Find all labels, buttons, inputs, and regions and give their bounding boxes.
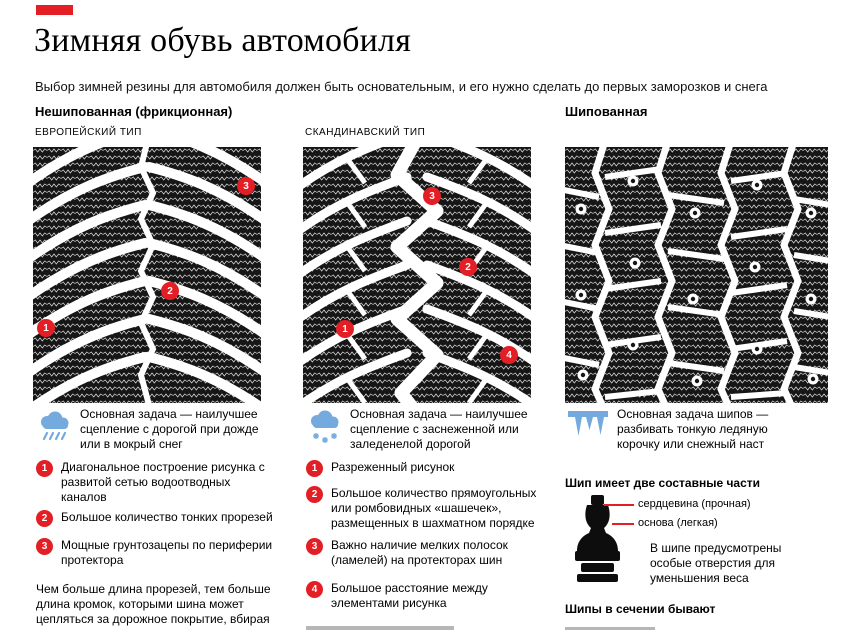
item-number-badge: 2 <box>36 510 53 527</box>
stud-parts-title: Шип имеет две составные части <box>565 476 761 490</box>
item-number-badge: 1 <box>306 460 323 477</box>
stud-part-label-base: основа (легкая) <box>638 517 718 529</box>
stud-note: В шипе предусмотрены особые отверстия дл… <box>650 541 782 585</box>
stud-pins <box>575 175 819 387</box>
stud-section-title: Шипы в сечении бывают <box>565 602 716 616</box>
task-text-studded: Основная задача шипов — разбивать тонкую… <box>617 407 769 451</box>
list-item-european-3: 3 Мощные грунтозацепы по периферии проте… <box>36 538 276 568</box>
stud-part-label-core: сердцевина (прочная) <box>638 498 751 510</box>
item-number-badge: 3 <box>306 538 323 555</box>
list-item-scandinavian-3: 3 Важно наличие мелких полосок (ламелей)… <box>306 538 544 568</box>
tire-image-european: 1 2 3 <box>33 147 261 403</box>
item-number-badge: 2 <box>306 486 323 503</box>
group-header-studded: Шипованная <box>565 104 648 119</box>
tread-marker-3: 3 <box>423 187 441 205</box>
tire-image-scandinavian: 1 2 3 4 <box>303 147 531 403</box>
tire-tread-scandinavian-illustration <box>303 147 531 403</box>
group-header-friction: Нешипованная (фрикционная) <box>35 104 233 119</box>
tire-tread-european-illustration <box>33 147 261 403</box>
page-subtitle: Выбор зимней резины для автомобиля долже… <box>35 79 768 94</box>
task-text-european: Основная задача — наилучшее сцепление с … <box>80 407 259 451</box>
tread-marker-1: 1 <box>37 319 55 337</box>
tire-image-studded <box>565 147 828 403</box>
pointer-line-core <box>604 504 634 506</box>
tread-marker-3: 3 <box>237 177 255 195</box>
item-number-badge: 1 <box>36 460 53 477</box>
item-text: Мощные грунтозацепы по периферии протект… <box>61 538 273 567</box>
tread-marker-2: 2 <box>161 282 179 300</box>
list-item-scandinavian-1: 1 Разреженный рисунок <box>306 460 544 477</box>
tread-marker-1: 1 <box>336 320 354 338</box>
item-text: Разреженный рисунок <box>331 460 455 474</box>
item-text: Большое расстояние между элементами рису… <box>331 581 488 610</box>
tire-stud-silhouette <box>575 495 620 582</box>
type-label-scandinavian: СКАНДИНАВСКИЙ ТИП <box>305 127 426 138</box>
item-text: Большое количество прямоугольных или ром… <box>331 486 537 530</box>
task-text-scandinavian: Основная задача — наилучшее сцепление с … <box>350 407 528 451</box>
list-item-scandinavian-4: 4 Большое расстояние между элементами ри… <box>306 581 544 611</box>
list-item-european-1: 1 Диагональное построение рисунка с разв… <box>36 460 276 505</box>
type-label-european: ЕВРОПЕЙСКИЙ ТИП <box>35 127 142 138</box>
item-number-badge: 3 <box>36 538 53 555</box>
tread-marker-4: 4 <box>500 346 518 364</box>
list-item-european-2: 2 Большое количество тонких прорезей <box>36 510 276 527</box>
item-text: Важно наличие мелких полосок (ламелей) н… <box>331 538 508 567</box>
tread-marker-2: 2 <box>459 258 477 276</box>
brand-mark <box>36 5 73 15</box>
tire-tread-studded-illustration <box>565 147 828 403</box>
european-footnote: Чем больше длина прорезей, тем больше дл… <box>36 582 271 626</box>
pointer-line-base <box>612 523 634 525</box>
clipped-text-fragment <box>306 626 454 630</box>
list-item-scandinavian-2: 2 Большое количество прямоугольных или р… <box>306 486 544 531</box>
rain-cloud-icon <box>41 411 69 441</box>
snow-cloud-icon <box>311 410 339 443</box>
page-title: Зимняя обувь автомобиля <box>34 22 412 59</box>
item-text: Большое количество тонких прорезей <box>61 510 273 524</box>
item-text: Диагональное построение рисунка с развит… <box>61 460 265 504</box>
icicles-icon <box>568 411 608 436</box>
clipped-text-fragment <box>565 627 655 630</box>
item-number-badge: 4 <box>306 581 323 598</box>
